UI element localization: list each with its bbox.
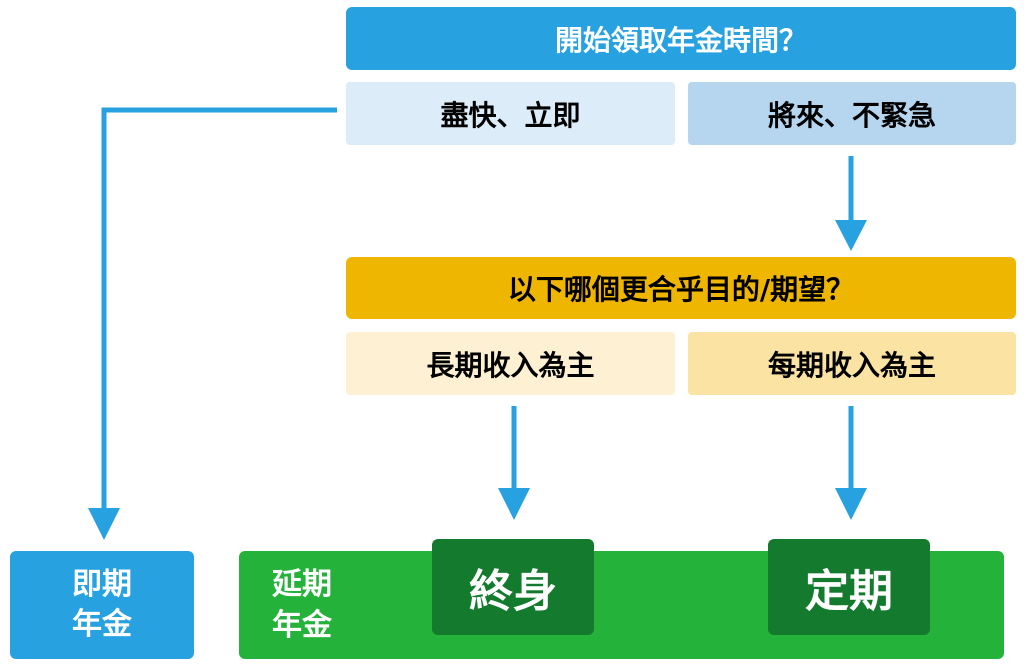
arrowhead-fixed [835,488,867,520]
deferred-annuity-label: 延期 年金 [272,565,342,646]
immediate-annuity-line2: 年金 [72,607,132,642]
option-later: 將來、不緊急 [688,82,1016,145]
option-periodic-income: 每期收入為主 [688,332,1016,395]
lifetime-annuity-box: 終身 [432,539,594,635]
option-immediately: 盡快、立即 [346,82,675,145]
immediate-annuity-line1: 即期 [72,566,132,602]
deferred-annuity-line1: 延期 [272,567,332,602]
arrowhead-immediate [88,508,120,540]
option-long-term-income: 長期收入為主 [346,332,675,395]
question-purpose: 以下哪個更合乎目的/期望？ [346,257,1016,319]
fixed-term-annuity-box: 定期 [768,539,930,635]
deferred-annuity-line2: 年金 [272,607,332,643]
arrowhead-lifetime [498,488,530,520]
question-start-time: 開始領取年金時間？ [346,7,1016,70]
arrowhead-q2 [835,220,867,251]
immediate-annuity-box: 即期 年金 [10,551,194,659]
arrow-now-to-immediate [101,107,337,510]
